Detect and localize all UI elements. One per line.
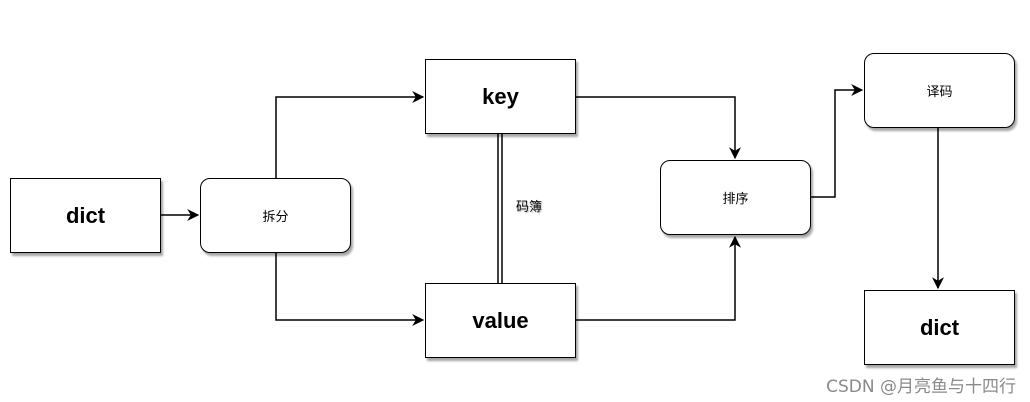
node-dict-input: dict (10, 178, 161, 253)
node-key: key (425, 59, 576, 134)
node-dict-output: dict (864, 290, 1015, 365)
node-dict-input-label: dict (65, 202, 106, 228)
node-split: 拆分 (200, 178, 351, 253)
edge-value-to-sort (576, 235, 741, 321)
node-value-label: value (472, 307, 529, 333)
node-sort-label: 排序 (722, 192, 749, 207)
edge-sort-to-decode (810, 84, 864, 198)
node-decode: 译码 (864, 53, 1015, 128)
edge-key-to-sort (576, 96, 741, 160)
node-decode-label: 译码 (926, 85, 953, 100)
node-key-label: key (482, 83, 519, 109)
node-value: value (425, 283, 576, 358)
edge-split-to-value (275, 253, 425, 326)
node-sort: 排序 (660, 160, 811, 235)
edge-split-to-key (275, 91, 425, 178)
watermark-text: CSDN @月亮鱼与十四行 (826, 377, 1016, 397)
node-dict-output-label: dict (919, 314, 960, 340)
edge-key-value-label: 码簿 (516, 200, 543, 215)
node-split-label: 拆分 (262, 210, 289, 225)
